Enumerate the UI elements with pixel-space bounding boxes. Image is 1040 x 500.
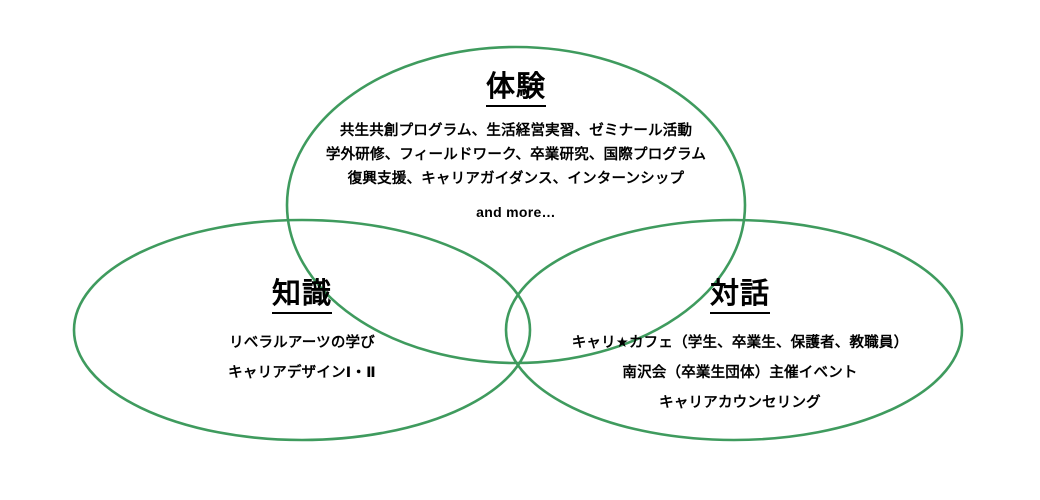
venn-lines-knowledge: リベラルアーツの学び キャリアデザインⅠ・Ⅱ — [132, 328, 472, 388]
venn-ellipse-dialogue — [504, 218, 964, 442]
venn-group-experience: 体験 共生共創プログラム、生活経営実習、ゼミナール活動 学外研修、フィールドワー… — [296, 70, 736, 224]
venn-line-experience-2: 学外研修、フィールドワーク、卒業研究、国際プログラム — [325, 147, 707, 163]
venn-title-experience: 体験 — [485, 70, 546, 107]
venn-lines-experience: 共生共創プログラム、生活経営実習、ゼミナール活動 学外研修、フィールドワーク、卒… — [296, 119, 736, 224]
venn-line-experience-4: and more… — [476, 204, 556, 220]
venn-ellipse-knowledge — [72, 218, 532, 442]
venn-line-dialogue-1: キャリ★カフェ（学生、卒業生、保護者、教職員） — [571, 335, 909, 351]
venn-title-wrap-experience: 体験 — [296, 70, 736, 107]
venn-line-knowledge-1: リベラルアーツの学び — [229, 335, 375, 351]
venn-line-knowledge-2: キャリアデザインⅠ・Ⅱ — [228, 365, 376, 381]
venn-line-experience-3: 復興支援、キャリアガイダンス、インターンシップ — [347, 171, 685, 187]
venn-group-dialogue: 対話 キャリ★カフェ（学生、卒業生、保護者、教職員） 南沢会（卒業生団体）主催イ… — [560, 277, 920, 418]
venn-line-experience-1: 共生共創プログラム、生活経営実習、ゼミナール活動 — [339, 123, 693, 139]
venn-title-wrap-knowledge: 知識 — [132, 277, 472, 314]
venn-lines-dialogue: キャリ★カフェ（学生、卒業生、保護者、教職員） 南沢会（卒業生団体）主催イベント… — [560, 328, 920, 418]
venn-title-knowledge: 知識 — [271, 277, 332, 314]
venn-title-dialogue: 対話 — [709, 277, 770, 314]
venn-line-dialogue-3: キャリアカウンセリング — [659, 395, 821, 411]
venn-line-dialogue-2: 南沢会（卒業生団体）主催イベント — [622, 365, 858, 381]
venn-title-wrap-dialogue: 対話 — [560, 277, 920, 314]
venn-group-knowledge: 知識 リベラルアーツの学び キャリアデザインⅠ・Ⅱ — [132, 277, 472, 388]
